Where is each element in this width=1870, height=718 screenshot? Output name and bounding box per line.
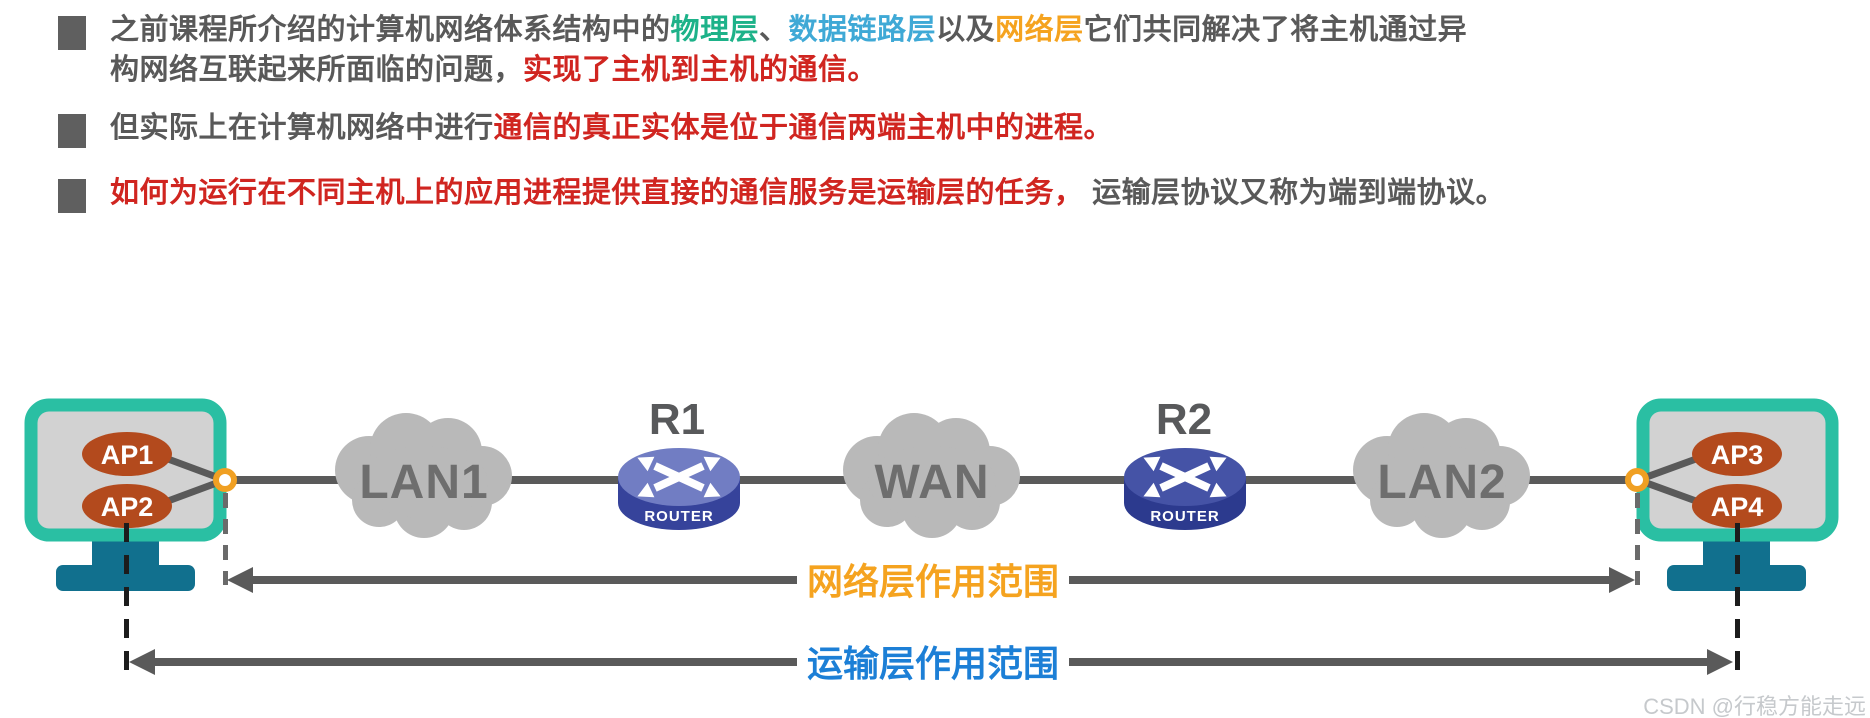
bullet-1: 之前课程所介绍的计算机网络体系结构中的物理层、数据链路层以及网络层它们共同解决了…: [110, 10, 1482, 90]
network-layer-span-arrow: 网络层作用范围: [227, 561, 1635, 602]
router-r1-icon: ROUTER: [618, 448, 740, 530]
wan-label: WAN: [875, 456, 990, 509]
router-r2-icon: ROUTER: [1124, 448, 1246, 530]
bullet-text-segment: 通信的真正实体是位于通信两端主机中的进程。: [493, 112, 1114, 144]
process-ap4-ellipse: [1692, 484, 1782, 528]
transport-layer-span-arrow: 运输层作用范围: [129, 643, 1733, 684]
process-ap2-label: AP2: [101, 492, 154, 522]
right-host: AP3 AP4: [1625, 398, 1839, 591]
process-ap3-ellipse: [1692, 432, 1782, 476]
left-socket-ring: [213, 468, 237, 492]
bullet-text-segment: 之前课程所介绍的计算机网络体系结构中的: [110, 14, 671, 46]
process-ap4-label: AP4: [1711, 492, 1764, 522]
wan-cloud: WAN: [843, 413, 1020, 538]
bullet-2: 但实际上在计算机网络中进行通信的真正实体是位于通信两端主机中的进程。: [110, 108, 1810, 148]
bullet-text-segment: 如何为运行在不同主机上的应用进程提供直接的通信服务是运输层的任务，: [110, 177, 1084, 209]
bullet-text-segment: 、: [759, 14, 789, 46]
bullet-text-segment: 数据链路层: [788, 14, 937, 46]
lan1-label: LAN1: [359, 456, 488, 509]
bullet-text-segment: 运输层协议又称为端到端协议。: [1092, 177, 1506, 209]
bullet-text-segment: 但实际上在计算机网络中进行: [110, 112, 494, 144]
bullet-3: 如何为运行在不同主机上的应用进程提供直接的通信服务是运输层的任务， 运输层协议又…: [110, 173, 1830, 213]
bullet-text-segment: 它们共同解决了将主机通过异构网络互联起来所面临的问题，: [110, 14, 1468, 86]
bullet-text-segment: 以及: [936, 14, 996, 46]
lan1-cloud: LAN1: [335, 413, 512, 538]
right-host-stand-base: [1667, 565, 1806, 591]
process-ap1-ellipse: [82, 432, 172, 476]
router-r1-label: R1: [649, 395, 705, 444]
bullet-marker: [58, 16, 86, 50]
bullet-text-segment: 网络层: [995, 14, 1084, 46]
transport-layer-span-label: 运输层作用范围: [807, 643, 1059, 684]
bullet-text-segment: 物理层: [670, 14, 760, 46]
network-diagram-canvas: LAN1 WAN LAN2 R1 ROUT: [24, 395, 1866, 718]
bullet-text-segment: 实现了主机到主机的通信。: [523, 54, 878, 86]
router-r1-caption: ROUTER: [644, 508, 713, 525]
process-ap1-label: AP1: [101, 440, 154, 470]
bullet-marker: [58, 114, 86, 148]
left-host: AP1 AP2: [24, 398, 237, 591]
watermark: CSDN @行稳方能走远: [1643, 694, 1866, 718]
network-diagram: LAN1 WAN LAN2 R1 ROUT: [0, 318, 1870, 718]
process-ap3-label: AP3: [1711, 440, 1764, 470]
network-layer-span-label: 网络层作用范围: [807, 561, 1059, 602]
lan2-cloud: LAN2: [1353, 413, 1530, 538]
bullet-marker: [58, 179, 86, 213]
right-socket-ring: [1625, 468, 1649, 492]
left-host-stand-base: [56, 565, 195, 591]
lan2-label: LAN2: [1377, 456, 1506, 509]
router-r2-caption: ROUTER: [1150, 508, 1219, 525]
router-r2-label: R2: [1156, 395, 1212, 444]
process-ap2-ellipse: [82, 484, 172, 528]
